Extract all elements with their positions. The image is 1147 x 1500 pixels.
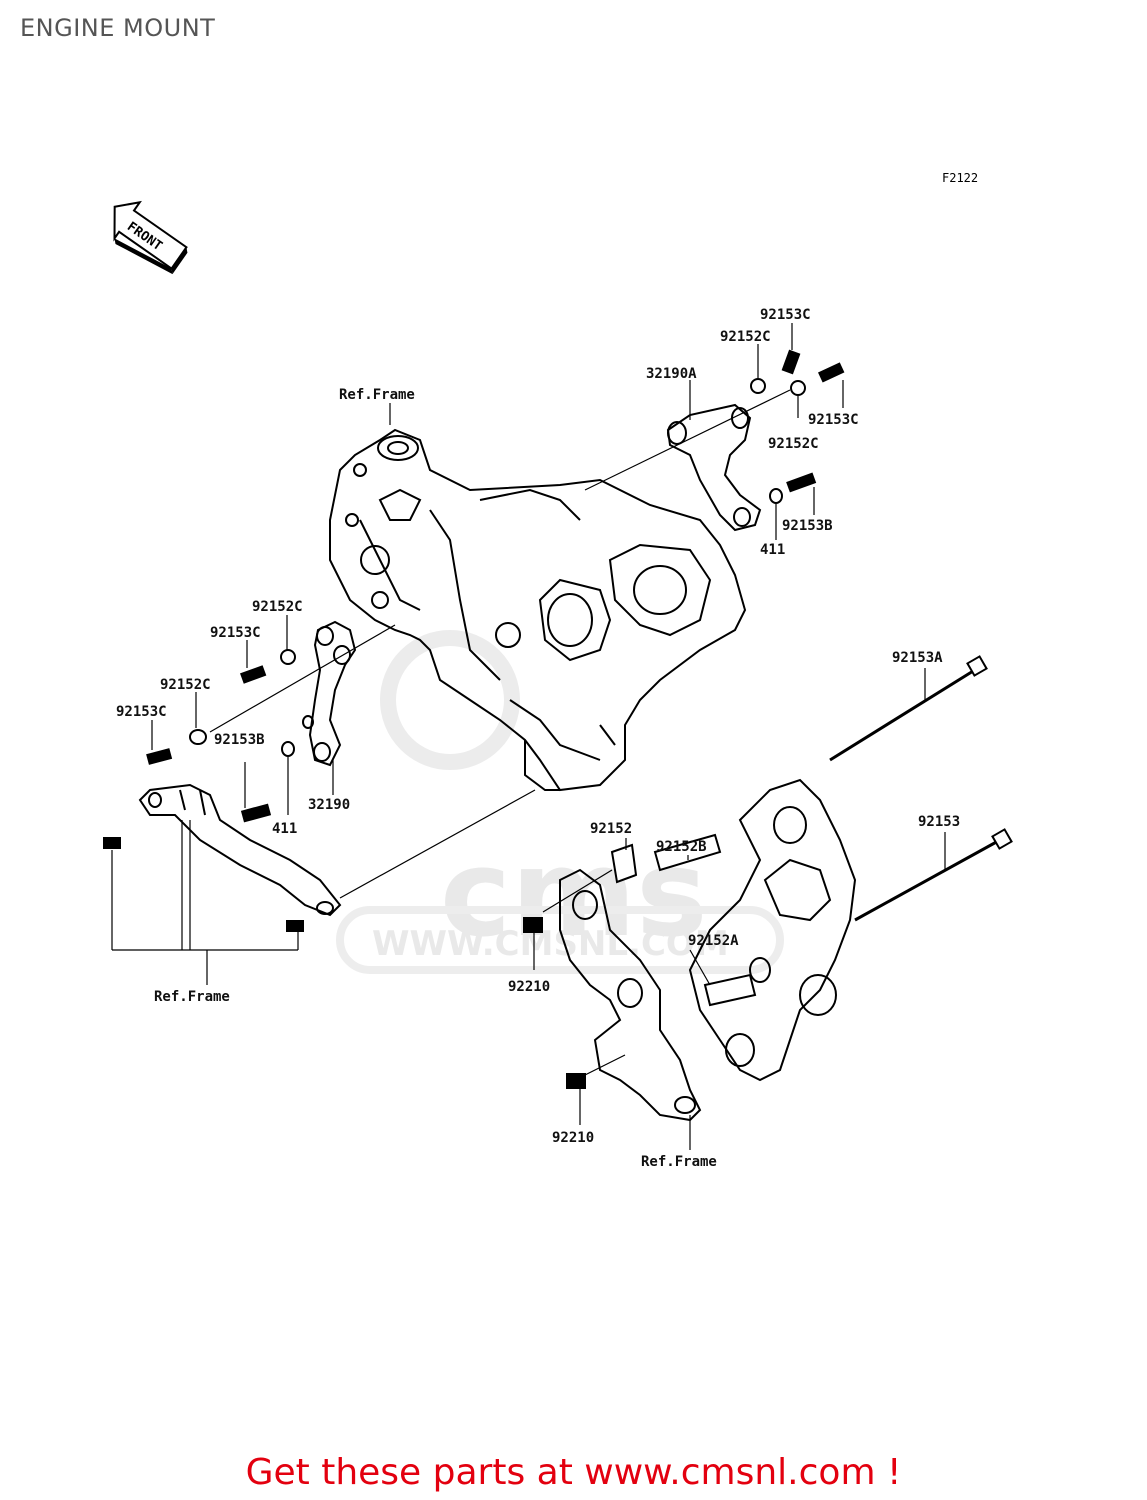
adjuster-icon bbox=[653, 833, 722, 872]
collar-icon bbox=[610, 843, 638, 884]
watermark-site: WWW.CMSNL.COM bbox=[372, 924, 729, 964]
part-label-411: 411 bbox=[272, 821, 297, 837]
fasteners bbox=[103, 349, 1013, 1089]
page-title: ENGINE MOUNT bbox=[20, 14, 216, 42]
adjuster-icon bbox=[703, 973, 757, 1007]
part-label-92152b: 92152B bbox=[656, 839, 707, 855]
part-label-92153c: 92153C bbox=[210, 625, 261, 641]
cross-member-drawing bbox=[138, 783, 342, 917]
part-label-92153c: 92153C bbox=[116, 704, 167, 720]
bracket-32190-drawing bbox=[302, 620, 357, 767]
part-label-92210: 92210 bbox=[552, 1130, 594, 1146]
bolt-icon bbox=[818, 362, 845, 383]
lower-bracket-drawing bbox=[559, 778, 857, 1122]
bolt-icon bbox=[146, 748, 173, 765]
part-label-92152c: 92152C bbox=[768, 436, 819, 452]
part-label-32190: 32190 bbox=[308, 797, 350, 813]
parts-diagram: cms WWW.CMSNL.COM FRONT bbox=[103, 200, 1013, 1170]
watermark: cms WWW.CMSNL.COM bbox=[336, 630, 784, 974]
part-label-92153b: 92153B bbox=[782, 518, 833, 534]
nut-icon bbox=[103, 837, 121, 849]
long-bolt-icon bbox=[829, 666, 979, 762]
figure-code: F2122 bbox=[942, 171, 979, 185]
bracket-32190a-drawing bbox=[666, 403, 762, 532]
long-bolt-icon bbox=[854, 838, 1001, 922]
bolt-icon bbox=[240, 665, 267, 684]
ref-frame-label: Ref.Frame bbox=[339, 387, 415, 403]
footer-promo: Get these parts at www.cmsnl.com ! bbox=[0, 1452, 1147, 1493]
part-label-32190a: 32190A bbox=[646, 366, 697, 382]
footer-link[interactable]: Get these parts at www.cmsnl.com ! bbox=[245, 1452, 902, 1493]
part-label-92152c: 92152C bbox=[252, 599, 303, 615]
watermark-logo: cms bbox=[440, 825, 708, 964]
part-label-92153c: 92153C bbox=[760, 307, 811, 323]
part-label-92153a: 92153A bbox=[892, 650, 943, 666]
nut-icon bbox=[286, 920, 304, 932]
washer-icon bbox=[189, 729, 207, 745]
main-frame-drawing bbox=[329, 428, 747, 792]
nut-icon bbox=[523, 917, 543, 933]
part-label-92153: 92153 bbox=[918, 814, 960, 830]
washer-icon bbox=[280, 649, 296, 665]
part-label-411: 411 bbox=[760, 542, 785, 558]
washer-icon bbox=[790, 380, 806, 396]
part-label-92153b: 92153B bbox=[214, 732, 265, 748]
part-label-92210: 92210 bbox=[508, 979, 550, 995]
washer-icon bbox=[281, 741, 295, 757]
front-arrow-icon: FRONT bbox=[113, 200, 188, 275]
ref-frame-label: Ref.Frame bbox=[154, 989, 230, 1005]
part-labels: 92153C 92152C 32190A 92153C 92152C 92153… bbox=[116, 307, 960, 1170]
ref-frame-label: Ref.Frame bbox=[641, 1154, 717, 1170]
bolt-icon bbox=[781, 349, 801, 375]
bolt-icon bbox=[240, 803, 272, 823]
part-label-92152: 92152 bbox=[590, 821, 632, 837]
part-label-92152c: 92152C bbox=[720, 329, 771, 345]
nut-icon bbox=[566, 1073, 586, 1089]
part-label-92152a: 92152A bbox=[688, 933, 739, 949]
leader-lines bbox=[111, 323, 946, 1150]
washer-icon bbox=[769, 488, 783, 504]
part-label-92153c: 92153C bbox=[808, 412, 859, 428]
washer-icon bbox=[750, 378, 766, 394]
part-label-92152c: 92152C bbox=[160, 677, 211, 693]
bolt-icon bbox=[786, 472, 817, 493]
